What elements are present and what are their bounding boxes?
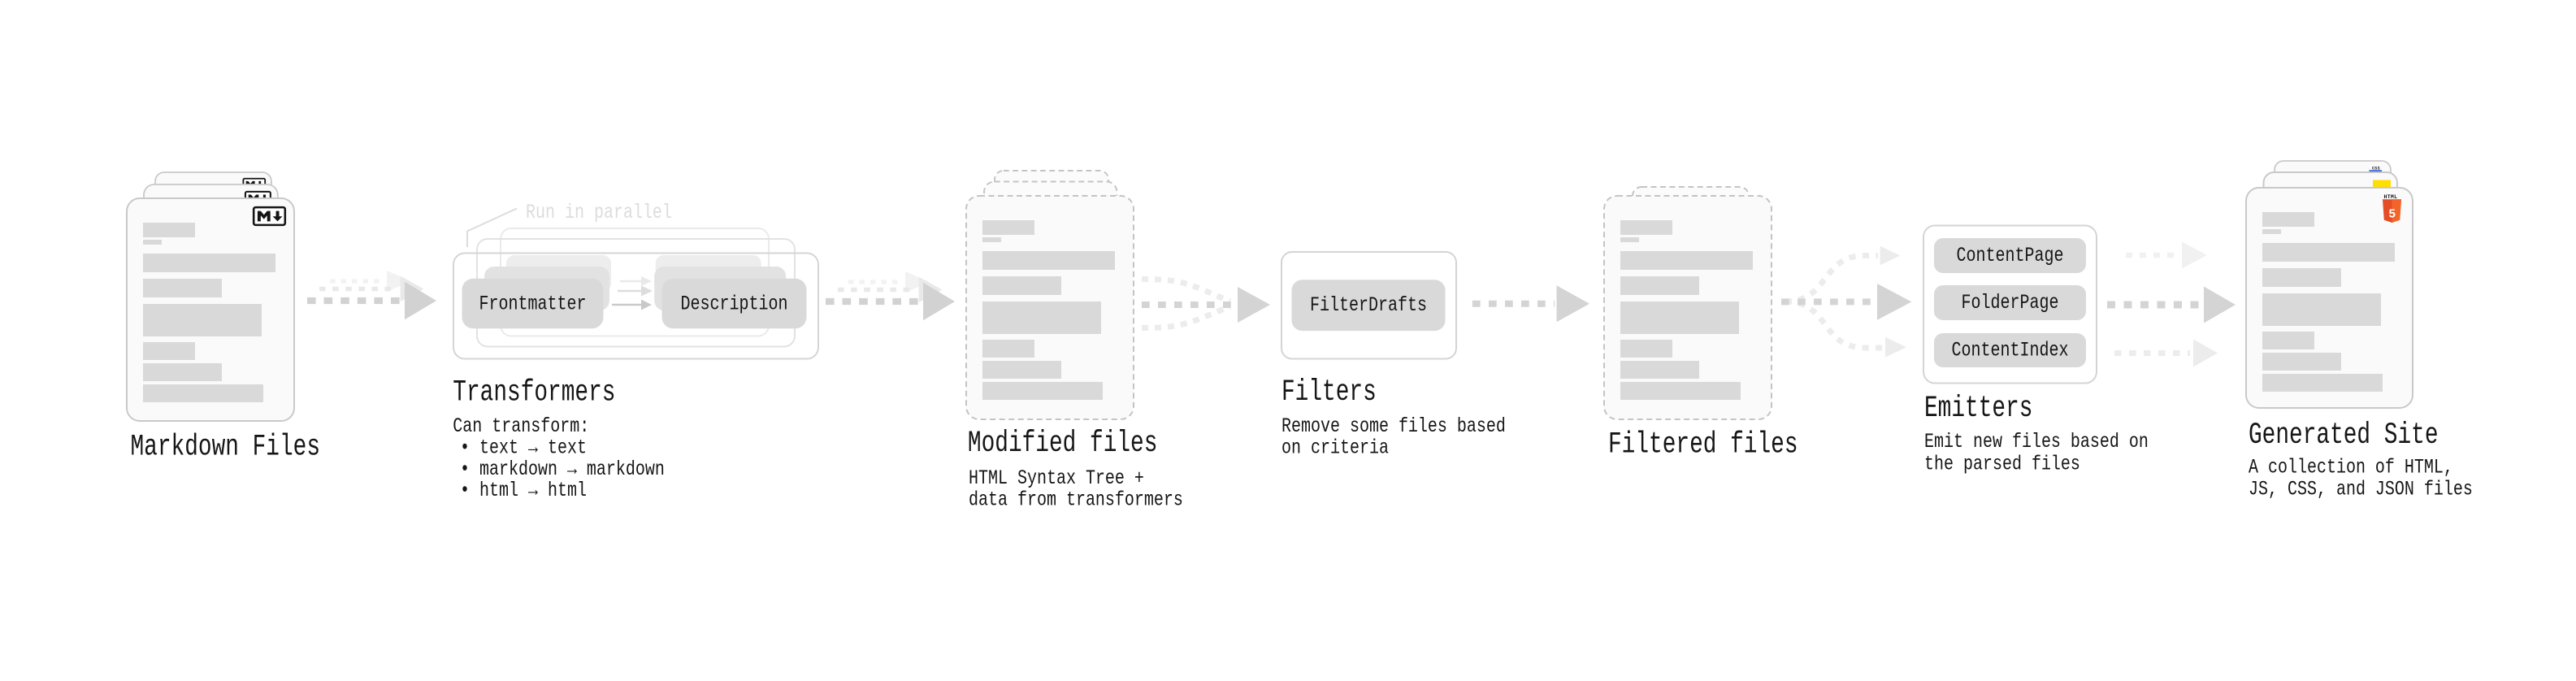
svg-text:CSS: CSS [2372, 167, 2380, 171]
svg-text:A collection of HTML,: A collection of HTML, [2249, 456, 2453, 479]
svg-text:• html → html: • html → html [460, 479, 587, 502]
svg-text:data from transformers: data from transformers [969, 488, 1183, 512]
svg-text:5: 5 [2388, 207, 2396, 221]
svg-text:• text → text: • text → text [460, 436, 587, 460]
svg-text:HTML Syntax Tree +: HTML Syntax Tree + [969, 466, 1144, 490]
svg-text:Emitters: Emitters [1924, 392, 2032, 426]
svg-text:Can transform:: Can transform: [453, 414, 589, 438]
svg-text:Filtered files: Filtered files [1608, 427, 1798, 462]
svg-text:Run in parallel: Run in parallel [526, 201, 672, 224]
svg-text:ContentPage: ContentPage [1957, 244, 2064, 267]
svg-text:Modified files: Modified files [968, 427, 1158, 461]
svg-text:Emit new files based on: Emit new files based on [1924, 430, 2149, 453]
svg-text:Transformers: Transformers [453, 375, 615, 410]
svg-text:JS, CSS, and JSON files: JS, CSS, and JSON files [2249, 478, 2473, 501]
svg-text:the parsed files: the parsed files [1924, 453, 2080, 476]
svg-text:Frontmatter: Frontmatter [479, 293, 587, 316]
svg-text:Generated Site: Generated Site [2249, 419, 2439, 453]
svg-text:Description: Description [681, 293, 788, 316]
svg-text:on criteria: on criteria [1281, 436, 1389, 460]
svg-text:HTML: HTML [2384, 194, 2398, 200]
svg-text:• markdown → markdown: • markdown → markdown [460, 458, 665, 481]
svg-text:FolderPage: FolderPage [1962, 291, 2059, 314]
svg-text:Markdown Files: Markdown Files [131, 430, 321, 464]
svg-text:FilterDrafts: FilterDrafts [1310, 293, 1427, 317]
svg-text:Remove some files based: Remove some files based [1281, 414, 1506, 438]
svg-text:ContentIndex: ContentIndex [1952, 339, 2069, 362]
svg-text:Filters: Filters [1281, 375, 1377, 410]
